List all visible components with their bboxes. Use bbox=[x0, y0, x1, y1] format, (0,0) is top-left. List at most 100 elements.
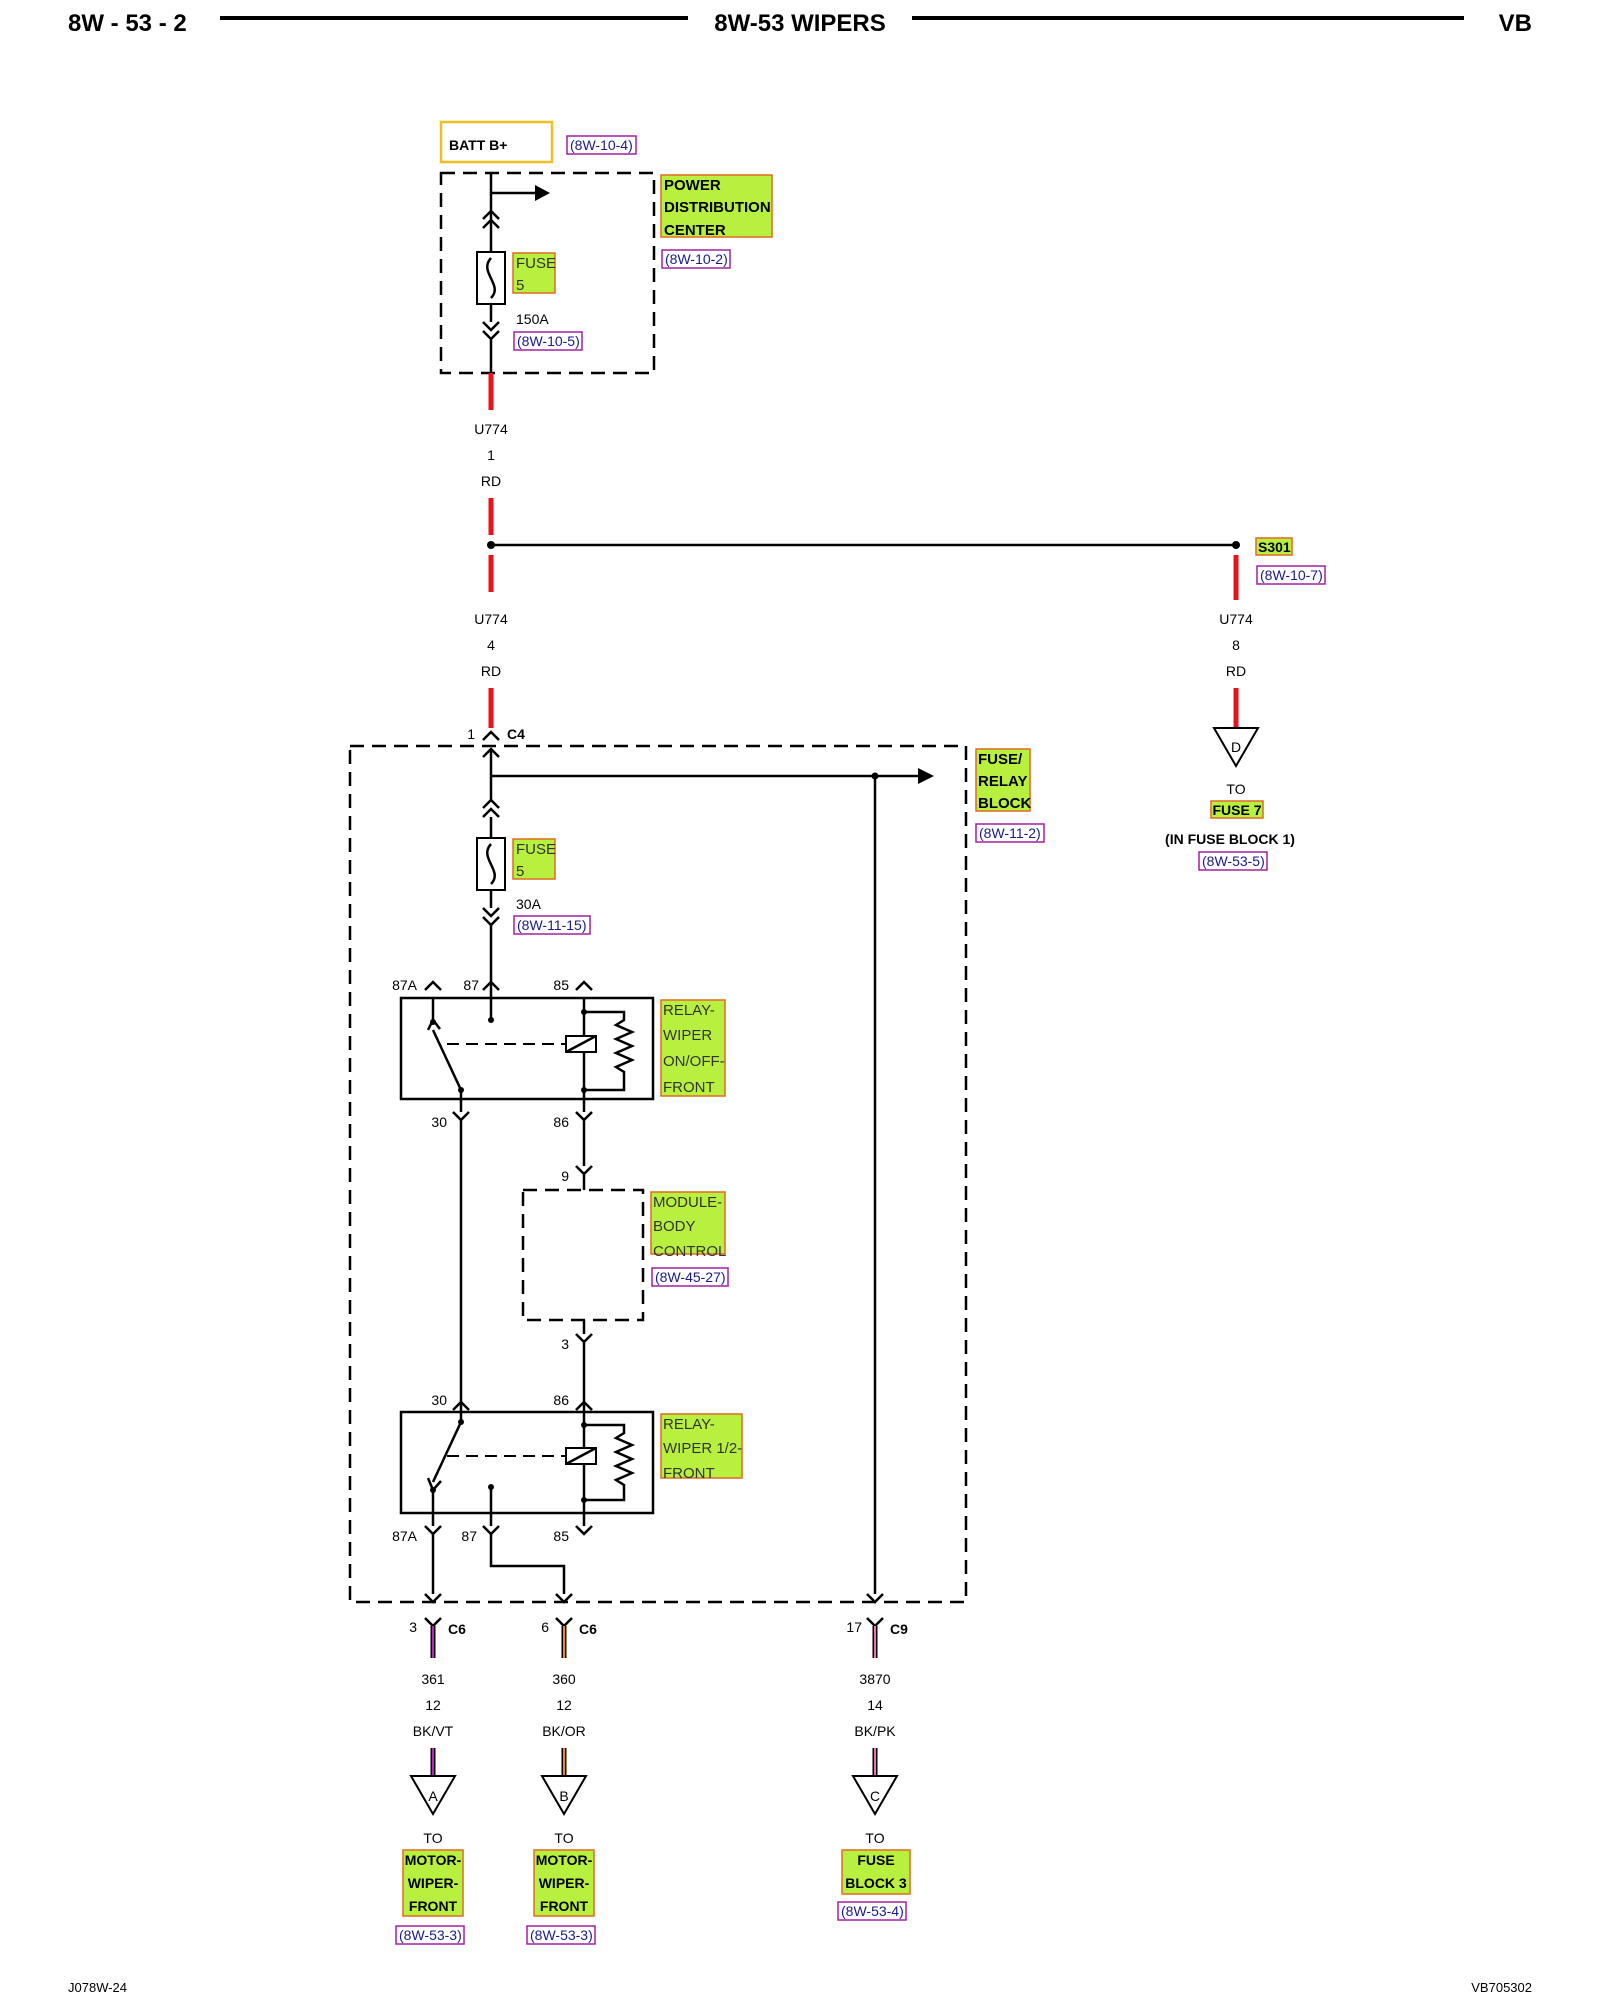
bcm-pin-out: 3 bbox=[561, 1336, 569, 1352]
relay1-name-3: ON/OFF- bbox=[663, 1053, 725, 1070]
out-b-ref: (8W-53-3) bbox=[530, 1927, 593, 1943]
bcm-ref: (8W-45-27) bbox=[655, 1269, 726, 1285]
relay1-pin-87: 87 bbox=[463, 977, 479, 993]
output-a: 3 C6 361 12 BK/VT A TO MOTOR- WIPER- FRO… bbox=[395, 1617, 466, 1945]
footer-left-code: J078W-24 bbox=[68, 1980, 127, 1995]
model-code: VB bbox=[1499, 10, 1532, 37]
batt-box bbox=[439, 120, 554, 164]
splice-dot-right bbox=[1232, 541, 1240, 549]
pdc-name-box bbox=[660, 174, 773, 238]
frb-arrow bbox=[918, 768, 934, 784]
out-a-dest-3: FRONT bbox=[409, 1898, 458, 1914]
frb-fuse-ref: (8W-11-15) bbox=[517, 917, 587, 933]
term-c-triangle bbox=[851, 1775, 899, 1816]
term-d-dest: FUSE 7 bbox=[1212, 802, 1261, 818]
splice-id: S301 bbox=[1258, 539, 1291, 555]
out-b-conn: C6 bbox=[579, 1621, 597, 1637]
wire-87-to-c6 bbox=[489, 1534, 566, 1594]
relay2-name-box bbox=[660, 1413, 743, 1479]
relay1-resistor bbox=[584, 1010, 636, 1092]
bcm-name-box bbox=[650, 1191, 726, 1255]
frb-name-2: RELAY bbox=[978, 773, 1027, 790]
relay1-name-box bbox=[660, 999, 726, 1097]
output-b: 6 C6 360 12 BK/OR B TO MOTOR- WIPER- FRO… bbox=[526, 1617, 597, 1945]
term-b-triangle bbox=[540, 1775, 588, 1816]
frb-conn-pin: 1 bbox=[467, 726, 475, 742]
out-b-dest-1: MOTOR- bbox=[536, 1852, 593, 1868]
relay1-name-4: FRONT bbox=[663, 1079, 715, 1096]
relay2-body bbox=[399, 1410, 655, 1515]
relay2-name-2: WIPER 1/2- bbox=[663, 1440, 742, 1457]
pdc-name-1: POWER bbox=[664, 177, 721, 194]
relay1-pin-85: 85 bbox=[553, 977, 569, 993]
relay1-name-2: WIPER bbox=[663, 1027, 712, 1044]
page-title: 8W-53 WIPERS bbox=[714, 10, 886, 37]
frb-fuse-element bbox=[486, 843, 496, 885]
out-b-dest-2: WIPER- bbox=[539, 1875, 590, 1891]
pdc-fuse-ref: (8W-10-5) bbox=[517, 333, 580, 349]
out-c-gauge: 14 bbox=[867, 1697, 883, 1713]
wire-right-gauge: 8 bbox=[1232, 637, 1240, 653]
out-c-circuit: 3870 bbox=[859, 1671, 890, 1687]
wire-top-gauge: 1 bbox=[487, 447, 495, 463]
pdc-fuse-label: FUSE bbox=[516, 255, 556, 272]
frb-c4-connector bbox=[482, 730, 500, 741]
out-c-dest-2: BLOCK 3 bbox=[845, 1875, 907, 1891]
frb-fuse-label: FUSE bbox=[516, 841, 556, 858]
splice-dot-left bbox=[487, 541, 495, 549]
pdc-fuse-rating: 150A bbox=[516, 311, 549, 327]
out-b-pin: 6 bbox=[541, 1619, 549, 1635]
wire-mid-gauge: 4 bbox=[487, 637, 495, 653]
term-d-ref: (8W-53-5) bbox=[1202, 853, 1265, 869]
out-a-circuit: 361 bbox=[421, 1671, 445, 1687]
pdc-arrow bbox=[535, 185, 550, 201]
footer-right-code: VB705302 bbox=[1471, 1980, 1532, 1995]
out-c-dest-1: FUSE bbox=[857, 1852, 894, 1868]
out-a-conn: C6 bbox=[448, 1621, 466, 1637]
frb-outline bbox=[348, 744, 968, 1604]
out-a-letter: A bbox=[428, 1788, 438, 1804]
out-a-dest-2: WIPER- bbox=[408, 1875, 459, 1891]
term-a-triangle bbox=[409, 1775, 457, 1816]
pdc-fuse-num: 5 bbox=[516, 277, 524, 294]
bcm-pin-in: 9 bbox=[561, 1168, 569, 1184]
splice-ref: (8W-10-7) bbox=[1260, 567, 1323, 583]
out-b-gauge: 12 bbox=[556, 1697, 572, 1713]
wire-right-circuit: U774 bbox=[1219, 611, 1253, 627]
out-a-gauge: 12 bbox=[425, 1697, 441, 1713]
frb-fuse-top-connector bbox=[482, 798, 500, 818]
out-c-to: TO bbox=[865, 1830, 884, 1846]
term-d-triangle bbox=[1212, 727, 1260, 768]
bcm-name-2: BODY bbox=[653, 1218, 696, 1235]
out-a-to: TO bbox=[423, 1830, 442, 1846]
frb-name-1: FUSE/ bbox=[978, 751, 1023, 768]
term-d-to: TO bbox=[1226, 781, 1245, 797]
relay2-pin-87a: 87A bbox=[392, 1528, 418, 1544]
term-d-dest2: (IN FUSE BLOCK 1) bbox=[1165, 831, 1295, 847]
frb-ref: (8W-11-2) bbox=[979, 825, 1041, 841]
frb-fuse-bottom-connector bbox=[482, 907, 500, 927]
wire-mid-color: RD bbox=[481, 663, 501, 679]
out-b-letter: B bbox=[559, 1788, 568, 1804]
pdc-fuse-bottom-connector bbox=[482, 321, 500, 341]
pdc-outline bbox=[439, 171, 656, 375]
out-c-pin: 17 bbox=[846, 1619, 862, 1635]
frb-name-3: BLOCK bbox=[978, 795, 1031, 812]
out-b-circuit: 360 bbox=[552, 1671, 576, 1687]
batt-ref: (8W-10-4) bbox=[570, 137, 633, 153]
wire-right-color: RD bbox=[1226, 663, 1246, 679]
out-c-ref: (8W-53-4) bbox=[841, 1903, 904, 1919]
frb-fuse-rating: 30A bbox=[516, 896, 542, 912]
out-b-to: TO bbox=[554, 1830, 573, 1846]
out-a-ref: (8W-53-3) bbox=[399, 1927, 462, 1943]
relay2-pin-85: 85 bbox=[553, 1528, 569, 1544]
relay2-pin-30: 30 bbox=[431, 1392, 447, 1408]
page-id: 8W - 53 - 2 bbox=[68, 10, 187, 37]
out-c-color: BK/PK bbox=[854, 1723, 896, 1739]
batt-label: BATT B+ bbox=[449, 137, 507, 153]
wire-top-color: RD bbox=[481, 473, 501, 489]
relay2-resistor bbox=[584, 1423, 636, 1502]
relay1-pin-86: 86 bbox=[553, 1114, 569, 1130]
pdc-fuse-element bbox=[486, 257, 496, 299]
